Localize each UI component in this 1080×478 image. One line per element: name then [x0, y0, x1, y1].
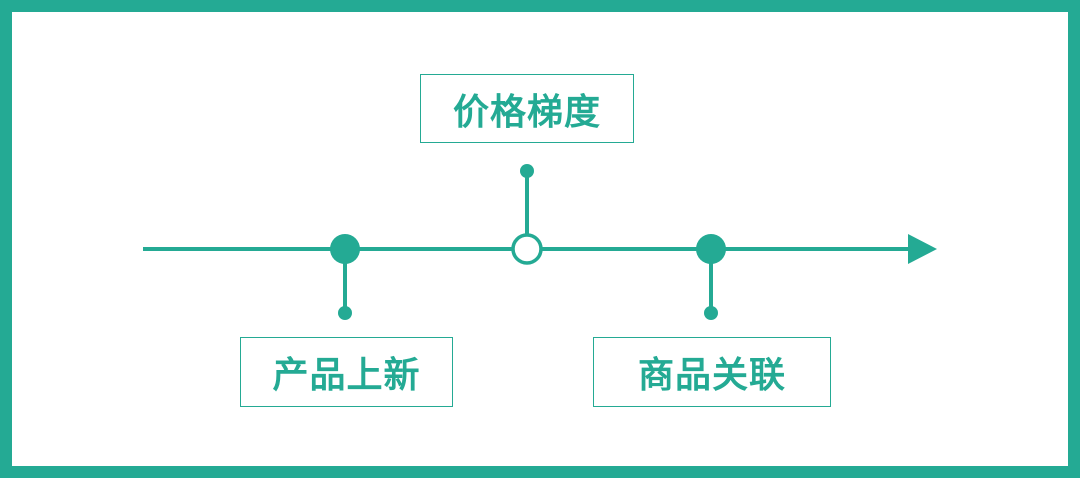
label-product-association-text: 商品关联 — [637, 355, 786, 396]
connector-dot-new-products — [338, 306, 352, 320]
timeline-node-new-products — [330, 234, 360, 264]
label-new-products: 产品上新 — [240, 337, 453, 407]
connector-dot-price-gradient — [520, 164, 534, 178]
label-price-gradient-text: 价格梯度 — [452, 91, 601, 133]
label-new-products-text: 产品上新 — [272, 355, 421, 396]
timeline-node-price-gradient — [511, 233, 543, 265]
label-product-association: 商品关联 — [593, 337, 831, 407]
timeline-node-product-association — [696, 234, 726, 264]
label-price-gradient: 价格梯度 — [420, 74, 634, 143]
connector-dot-product-association — [704, 306, 718, 320]
right-arrow-icon — [908, 234, 937, 264]
